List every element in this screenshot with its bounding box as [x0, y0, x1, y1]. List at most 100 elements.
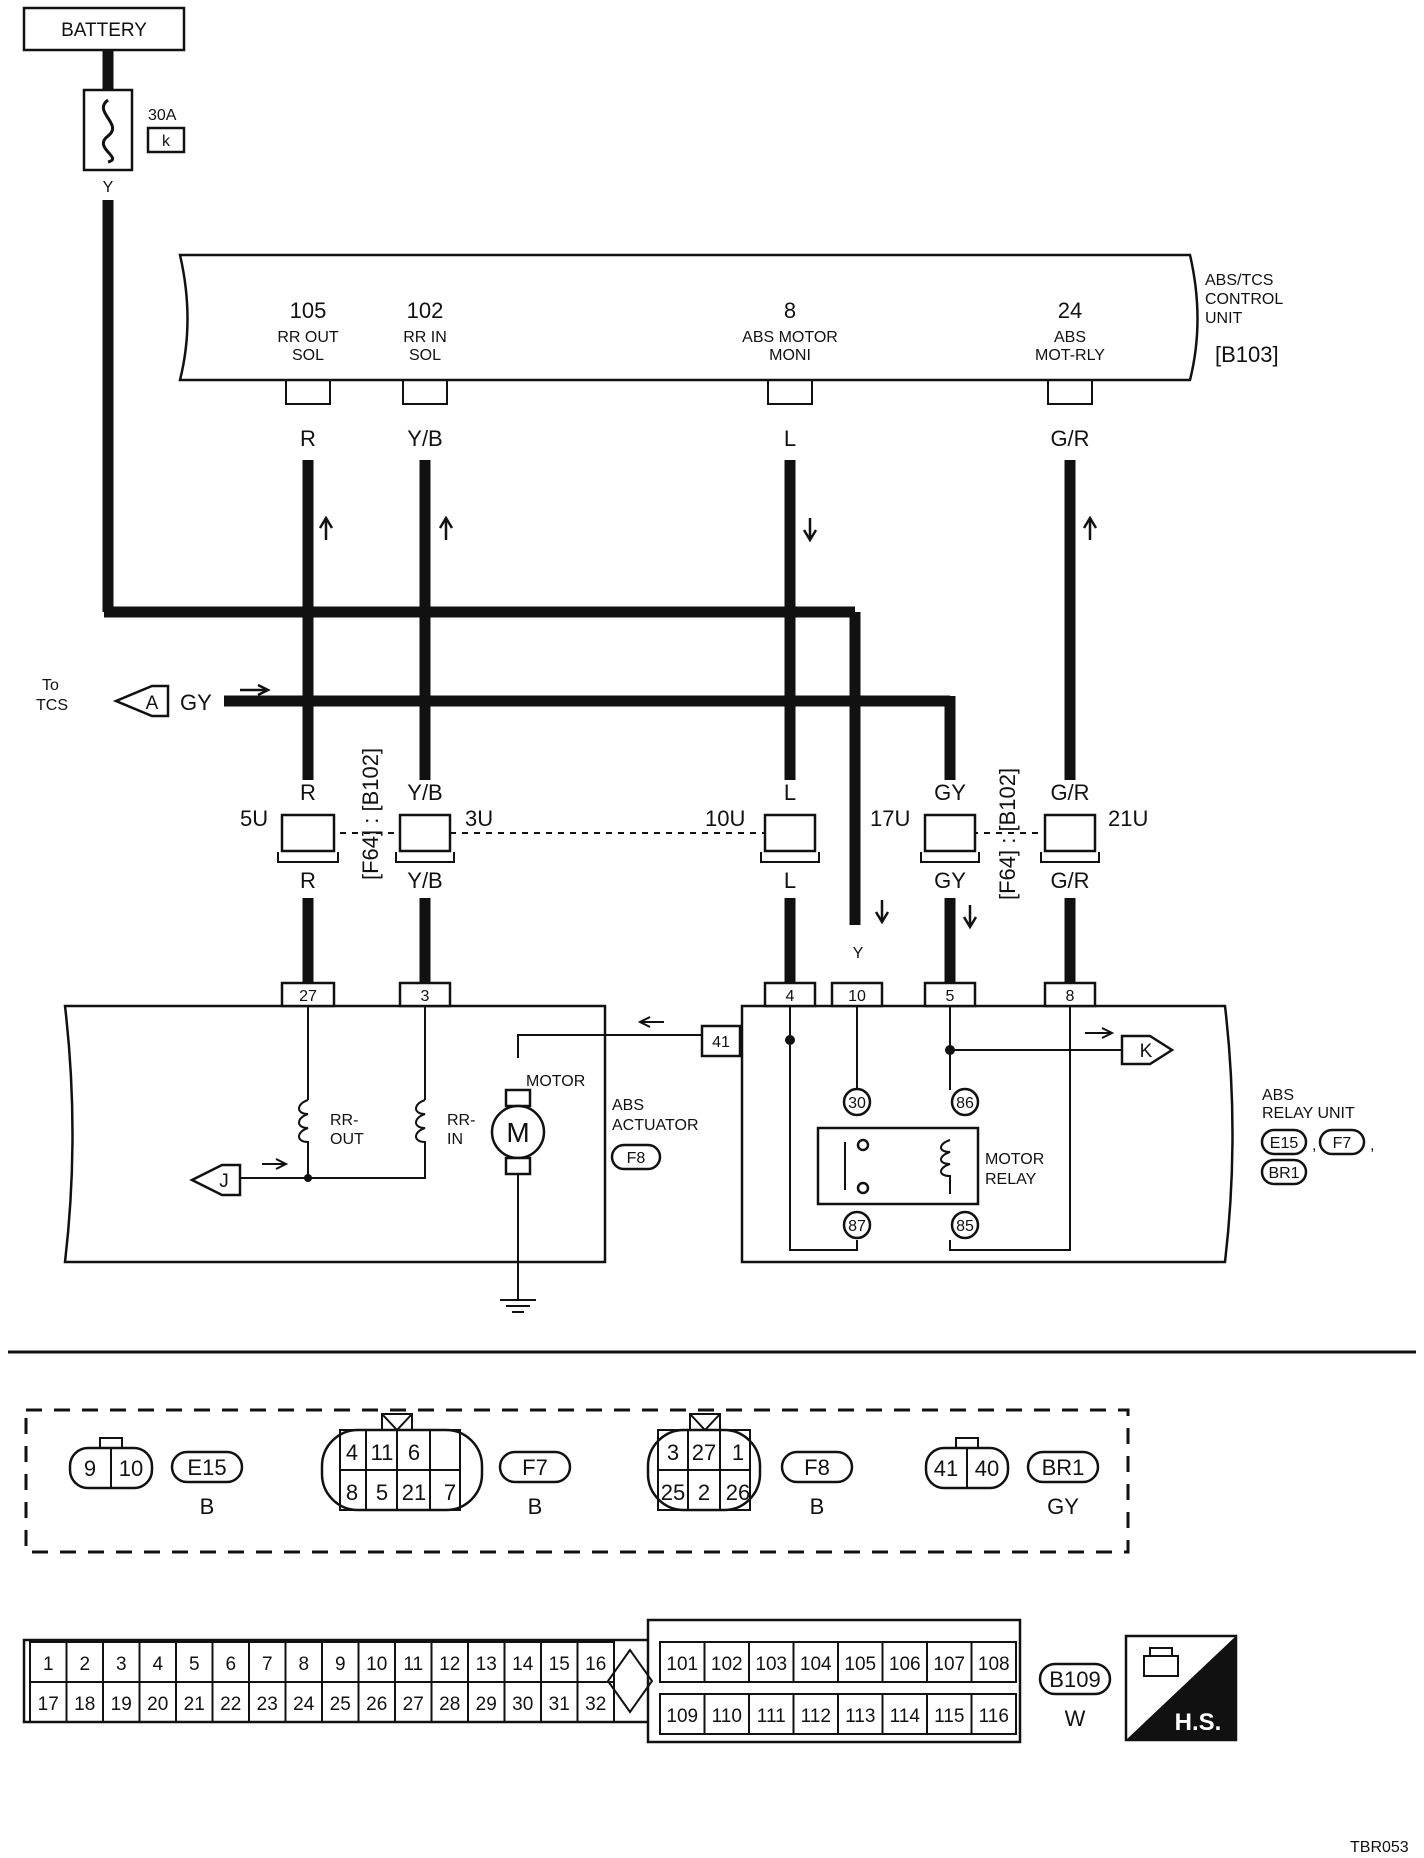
- ref-k: K: [1140, 1041, 1153, 1062]
- f8-id: F8: [804, 1455, 830, 1480]
- relay-conn-br1: BR1: [1268, 1165, 1299, 1182]
- rr-in-label-2: IN: [447, 1131, 463, 1148]
- actuator-title-2: ACTUATOR: [612, 1117, 699, 1134]
- b109-left-pin-30: 30: [512, 1694, 533, 1715]
- ref-j: J: [219, 1171, 229, 1192]
- f8-pin-25: 25: [661, 1480, 685, 1505]
- control-unit-title-3: UNIT: [1205, 310, 1243, 327]
- b109-left-pin-11: 11: [403, 1654, 423, 1675]
- b109-left-pin-26: 26: [366, 1694, 387, 1715]
- f7-pin-21: 21: [402, 1480, 426, 1505]
- f7-pin-5: 5: [376, 1480, 388, 1505]
- cu-pin-8-num: 8: [784, 298, 796, 323]
- br1-pin-40: 40: [975, 1456, 999, 1481]
- b109-left-pin-14: 14: [512, 1654, 534, 1675]
- f7-pin-8: 8: [346, 1480, 358, 1505]
- relay-pin-87: 87: [848, 1218, 866, 1235]
- fuse-rating: 30A: [148, 107, 177, 124]
- b109-right-cell: [970, 1641, 1017, 1683]
- junction-21u-name: 21U: [1108, 806, 1148, 831]
- relay-pin-4: 4: [786, 988, 795, 1005]
- relay-unit-title-2: RELAY UNIT: [1262, 1105, 1355, 1122]
- b109-left-pin-2: 2: [79, 1654, 90, 1675]
- f7-id: F7: [522, 1455, 548, 1480]
- control-unit-box: [178, 253, 1199, 382]
- b109-left-pin-25: 25: [330, 1694, 351, 1715]
- motor-symbol: M: [506, 1117, 529, 1148]
- b109-left-pin-1: 1: [43, 1654, 54, 1675]
- junction-3u-top: Y/B: [407, 780, 442, 805]
- connector-br1: 41 40 BR1 GY: [924, 1437, 1100, 1519]
- svg-text:,: ,: [1312, 1137, 1316, 1154]
- relay-pin-30: 30: [848, 1095, 866, 1112]
- cu-pin-102-label-2: SOL: [409, 347, 441, 364]
- b109-right-pin-104: 104: [800, 1654, 832, 1675]
- f7-pin-7: 7: [444, 1480, 456, 1505]
- cu-pin-105-wire: R: [300, 426, 316, 451]
- b109-left-pin-5: 5: [189, 1654, 200, 1675]
- b109-right-pin-105: 105: [844, 1654, 876, 1675]
- b109-left-pin-12: 12: [439, 1654, 460, 1675]
- b109-left-pin-23: 23: [257, 1694, 278, 1715]
- cu-pin-102-label-1: RR IN: [403, 329, 447, 346]
- relay-pin-41: 41: [712, 1034, 730, 1051]
- b109-left-pin-17: 17: [38, 1694, 59, 1715]
- b109-left-pin-16: 16: [585, 1654, 606, 1675]
- rr-out-label-1: RR-: [330, 1112, 358, 1129]
- fuse-icon: [101, 98, 115, 164]
- connector-views-frame: [24, 1408, 1130, 1554]
- b109-right-pin-113: 113: [845, 1706, 875, 1727]
- relay-conn-f7: F7: [1333, 1135, 1352, 1152]
- cu-pin-24-num: 24: [1058, 298, 1082, 323]
- cu-pin-8-wire: L: [784, 426, 796, 451]
- e15-id: E15: [187, 1455, 226, 1480]
- f7-color: B: [528, 1494, 543, 1519]
- f7-pin-4: 4: [346, 1440, 358, 1465]
- fuse-id: k: [162, 133, 171, 150]
- relay-pin-8: 8: [1066, 988, 1075, 1005]
- junction-17u-top: GY: [934, 780, 966, 805]
- b109-left-pin-31: 31: [549, 1694, 570, 1715]
- br1-pin-41: 41: [934, 1456, 958, 1481]
- relay-pin-86: 86: [956, 1095, 974, 1112]
- junction-5u-name: 5U: [240, 806, 268, 831]
- b109-right-pin-110: 110: [712, 1706, 742, 1727]
- relay-conn-e15: E15: [1270, 1135, 1299, 1152]
- cu-pin-24-label-1: ABS: [1054, 329, 1086, 346]
- junction-17u-name: 17U: [870, 806, 910, 831]
- f8-pin-3: 3: [667, 1440, 679, 1465]
- connector-e15: 9 10 E15 B: [68, 1437, 244, 1519]
- motor-label: MOTOR: [526, 1073, 585, 1090]
- relay-pin-10: 10: [848, 988, 866, 1005]
- motor-relay-box: [816, 1126, 980, 1206]
- b109-left-pin-6: 6: [225, 1654, 236, 1675]
- b109-left-pin-15: 15: [549, 1654, 570, 1675]
- relay-unit-title-1: ABS: [1262, 1087, 1294, 1104]
- cu-pin-24-wire: G/R: [1050, 426, 1089, 451]
- relay-label-1: MOTOR: [985, 1151, 1044, 1168]
- battery-label: BATTERY: [61, 20, 147, 41]
- b109-left-pin-13: 13: [476, 1654, 497, 1675]
- cu-pin-102-wire: Y/B: [407, 426, 442, 451]
- b109-left-pin-10: 10: [366, 1654, 387, 1675]
- cu-pin-8-label-1: ABS MOTOR: [742, 329, 838, 346]
- control-unit-title-1: ABS/TCS: [1205, 272, 1273, 289]
- b109-left-pin-8: 8: [298, 1654, 309, 1675]
- b109-left-pin-20: 20: [147, 1694, 168, 1715]
- junction-21u-top: G/R: [1050, 780, 1089, 805]
- b109-right-pin-101: 101: [666, 1654, 698, 1675]
- junction-21u-bottom: G/R: [1050, 868, 1089, 893]
- f8-pin-26: 26: [726, 1480, 750, 1505]
- b109-color: W: [1065, 1706, 1086, 1731]
- hs-badge: H.S.: [1124, 1634, 1238, 1742]
- junction-3u-bottom: Y/B: [407, 868, 442, 893]
- f8-pin-1: 1: [732, 1440, 744, 1465]
- f7-pin-11: 11: [371, 1440, 394, 1465]
- b109-right-cell: [970, 1693, 1017, 1735]
- cu-pin-102-num: 102: [407, 298, 444, 323]
- b109-left-pin-27: 27: [403, 1694, 424, 1715]
- e15-pin-10: 10: [119, 1456, 143, 1481]
- control-unit-connector: [B103]: [1215, 342, 1279, 367]
- ref-k-arrow: [1120, 1034, 1175, 1066]
